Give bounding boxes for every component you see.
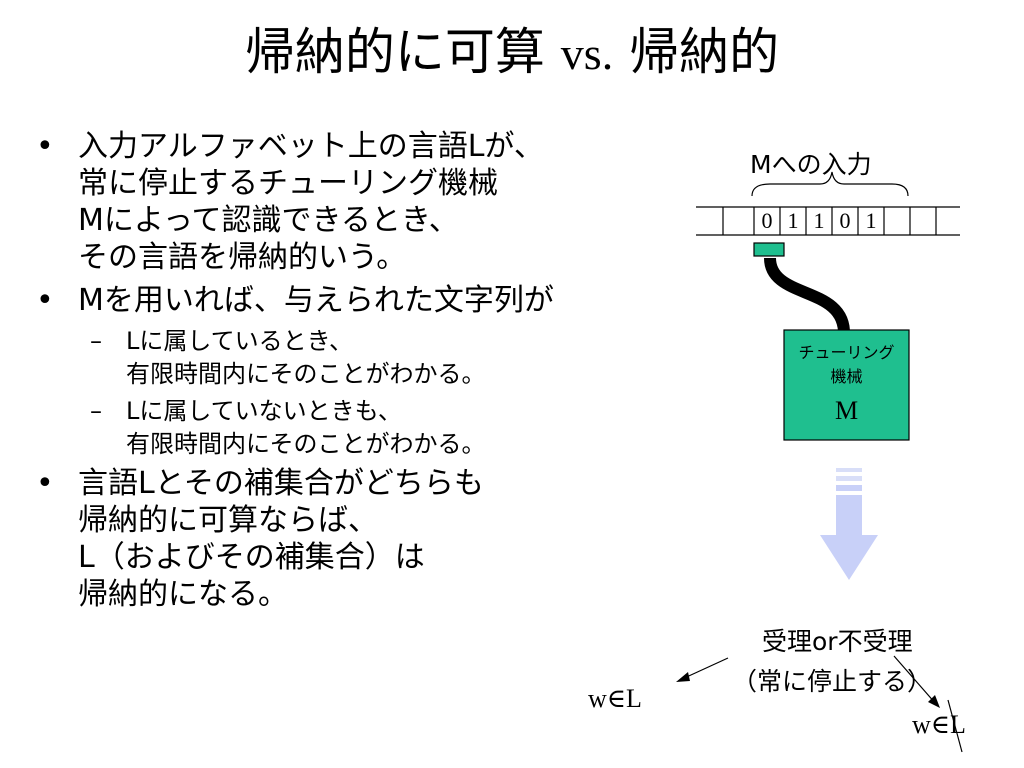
bullet-1-line-1: 入力アルファベット上の言語Lが、	[78, 129, 544, 164]
bullet-2-line-1: Mを用いれば、与えられた文字列が	[78, 283, 554, 318]
head-cable	[764, 257, 851, 336]
sub-bullet-1: – Lに属しているとき、 有限時間内にそのことがわかる。	[30, 325, 710, 391]
bullet-marker: •	[36, 466, 54, 501]
machine-box	[783, 329, 910, 441]
bullet-list: • 入力アルファベット上の言語Lが、 常に停止するチューリング機械 Mによって認…	[30, 128, 710, 619]
reject-label: w∈L	[912, 710, 966, 739]
sub-bullet-marker: –	[90, 397, 102, 425]
tape-cell-4: 0	[839, 208, 851, 233]
sub-bullet-marker: –	[90, 327, 102, 355]
title-part-b: 帰納的	[629, 23, 780, 81]
bullet-2: • Mを用いれば、与えられた文字列が	[30, 282, 710, 319]
sub-bullet-1-line-2: 有限時間内にそのことがわかる。	[126, 360, 486, 388]
bullet-1-line-2: 常に停止するチューリング機械	[78, 166, 498, 201]
down-arrow-icon	[820, 468, 878, 580]
bullet-marker: •	[36, 129, 54, 164]
bullet-3-line-4: 帰納的になる。	[78, 577, 288, 612]
not-element-slash	[947, 699, 963, 753]
sub-bullet-2-line-2: 有限時間内にそのことがわかる。	[126, 430, 486, 458]
result-line-1: 受理or不受理	[762, 627, 913, 656]
title-vs: vs.	[560, 28, 614, 79]
accept-label: w∈L	[588, 684, 642, 713]
slide-title: 帰納的に可算 vs. 帰納的	[0, 22, 1024, 84]
bullet-3-line-3: L（およびその補集合）は	[78, 540, 425, 575]
bullet-3-line-2: 帰納的に可算ならば、	[78, 503, 378, 538]
tape-cell-2: 1	[787, 208, 799, 233]
bullet-3: • 言語Lとその補集合がどちらも 帰納的に可算ならば、 L（およびその補集合）は…	[30, 465, 710, 613]
accept-arrow	[676, 657, 729, 682]
machine-label-line-1: チューリング	[798, 343, 895, 362]
input-brace	[751, 171, 909, 197]
sub-bullet-2-line-1: Lに属していないときも、	[126, 397, 402, 425]
sub-bullet-1-line-1: Lに属しているとき、	[126, 327, 353, 355]
bullet-1-line-3: Mによって認識できるとき、	[78, 203, 459, 238]
tape-cell-3: 1	[813, 208, 825, 233]
bullet-1-line-4: その言語を帰納的いう。	[78, 240, 407, 275]
reject-arrow	[893, 655, 940, 708]
result-line-2: （常に停止する）	[732, 667, 933, 696]
tape	[696, 206, 960, 236]
bullet-marker: •	[36, 283, 54, 318]
bullet-3-line-1: 言語Lとその補集合がどちらも	[78, 466, 484, 501]
tape-cell-5: 1	[865, 208, 877, 233]
sub-bullet-2: – Lに属していないときも、 有限時間内にそのことがわかる。	[30, 395, 710, 461]
tape-head	[753, 242, 785, 257]
machine-label-line-2: 機械	[830, 367, 863, 386]
tape-cell-1: 0	[761, 208, 773, 233]
title-part-a: 帰納的に可算	[244, 23, 545, 81]
machine-name: M	[834, 396, 859, 425]
bullet-1: • 入力アルファベット上の言語Lが、 常に停止するチューリング機械 Mによって認…	[30, 128, 710, 276]
input-label: Mへの入力	[750, 150, 872, 179]
